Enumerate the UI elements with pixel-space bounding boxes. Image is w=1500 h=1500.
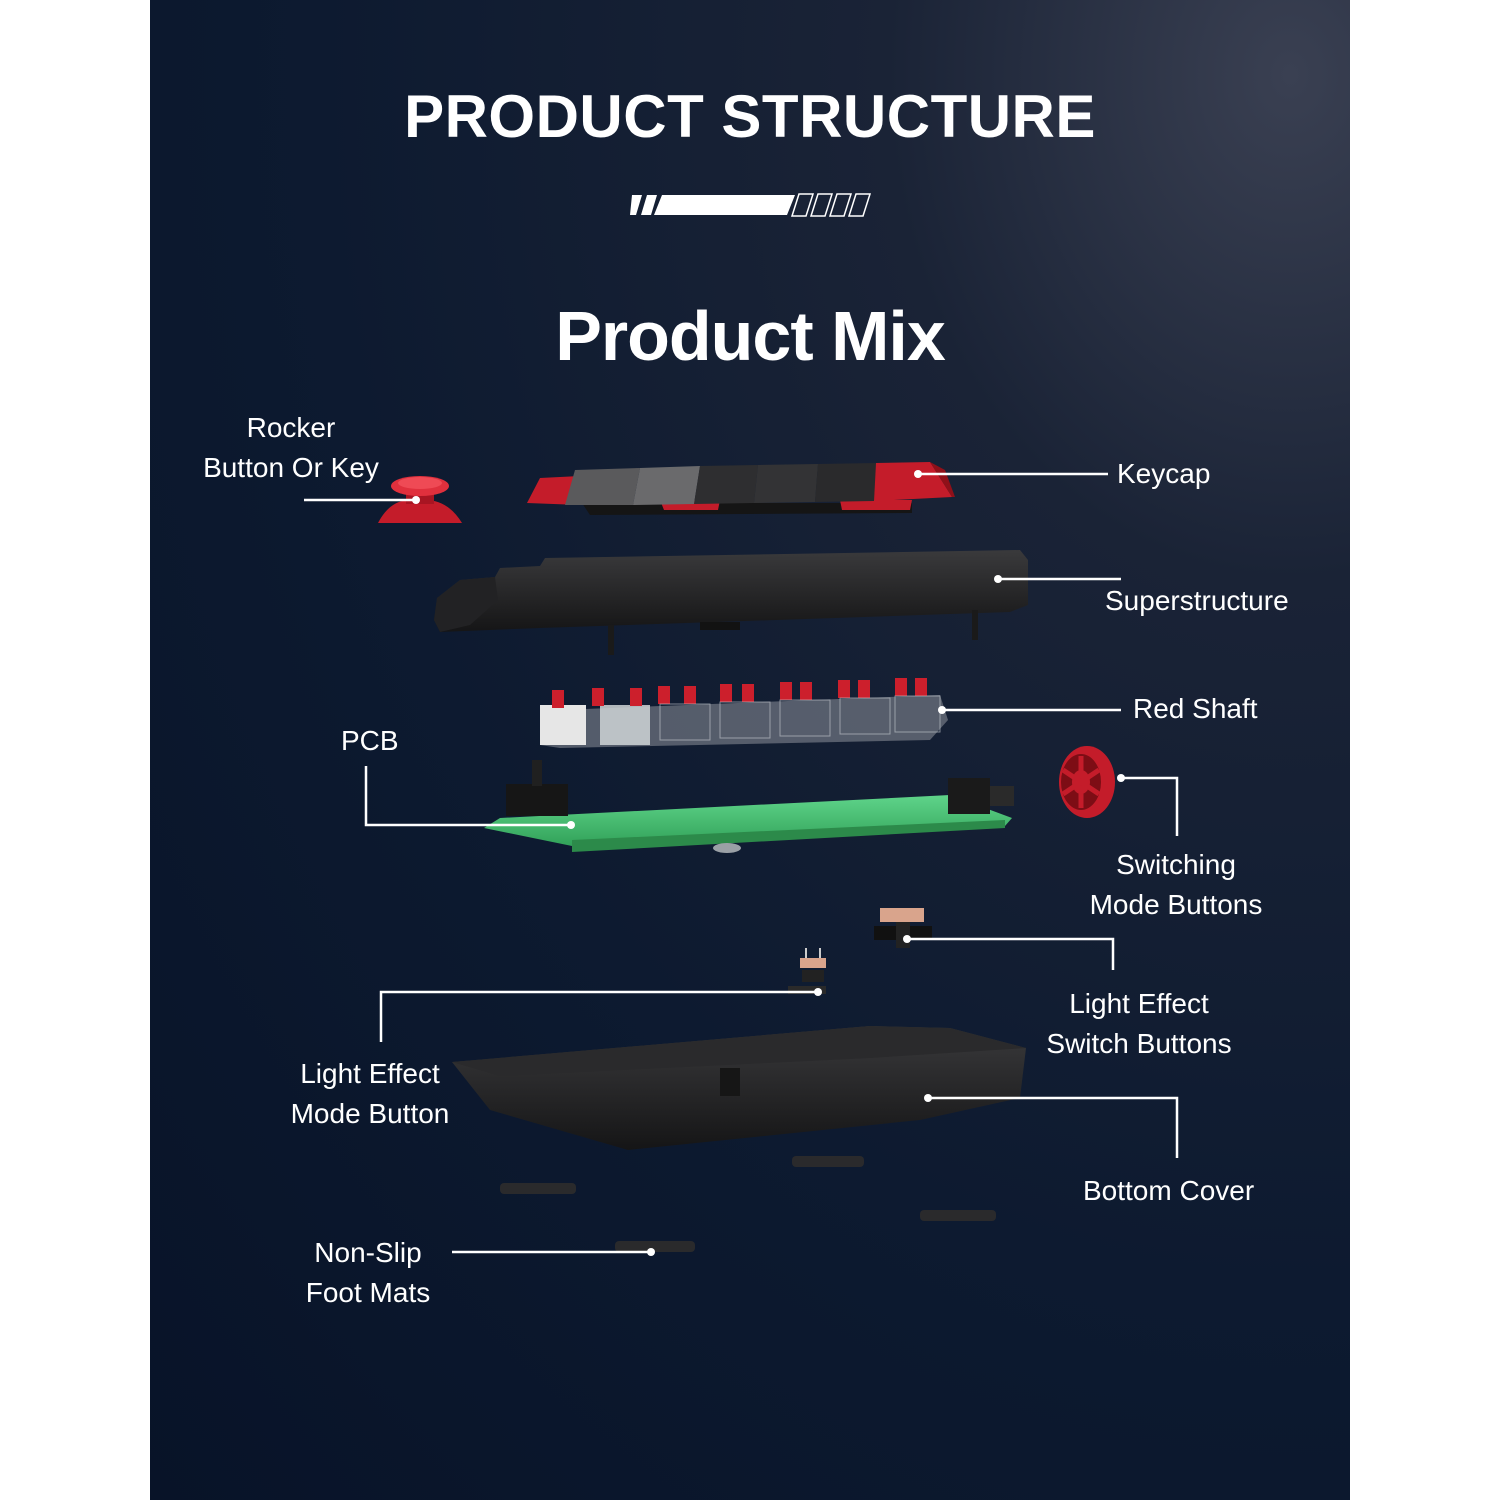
light-effect-mode-part (788, 948, 826, 994)
leader-dots (412, 470, 1125, 1256)
label-light-effect-mode-button: Light Effect Mode Button (290, 1058, 450, 1129)
label-foot-mats: Non-Slip Foot Mats (305, 1237, 431, 1308)
superstructure (434, 550, 1028, 655)
red-switches (540, 678, 948, 748)
label-rocker-button: Rocker Button Or Key (203, 412, 379, 483)
label-red-shaft: Red Shaft (1133, 693, 1258, 724)
pcb-board (484, 760, 1014, 853)
section-title: Product Mix (555, 297, 946, 375)
label-bottom-cover: Bottom Cover (1083, 1175, 1255, 1206)
background-panel (150, 0, 1350, 1500)
keycap-row (527, 462, 955, 515)
rocker-button (378, 476, 462, 523)
title-divider (630, 193, 872, 217)
label-switching-mode-buttons: Switching Mode Buttons (1089, 849, 1263, 920)
leader-lines (304, 472, 1179, 1254)
foot-mats (500, 1156, 996, 1252)
page-title: PRODUCT STRUCTURE (404, 83, 1096, 150)
label-keycap: Keycap (1117, 458, 1211, 489)
mode-knob (1059, 746, 1115, 818)
label-pcb: PCB (341, 725, 399, 756)
label-light-effect-switch-buttons: Light Effect Switch Buttons (1046, 988, 1232, 1059)
label-superstructure: Superstructure (1105, 585, 1289, 616)
bottom-cover (452, 1026, 1026, 1150)
light-effect-switch-part (874, 908, 932, 948)
